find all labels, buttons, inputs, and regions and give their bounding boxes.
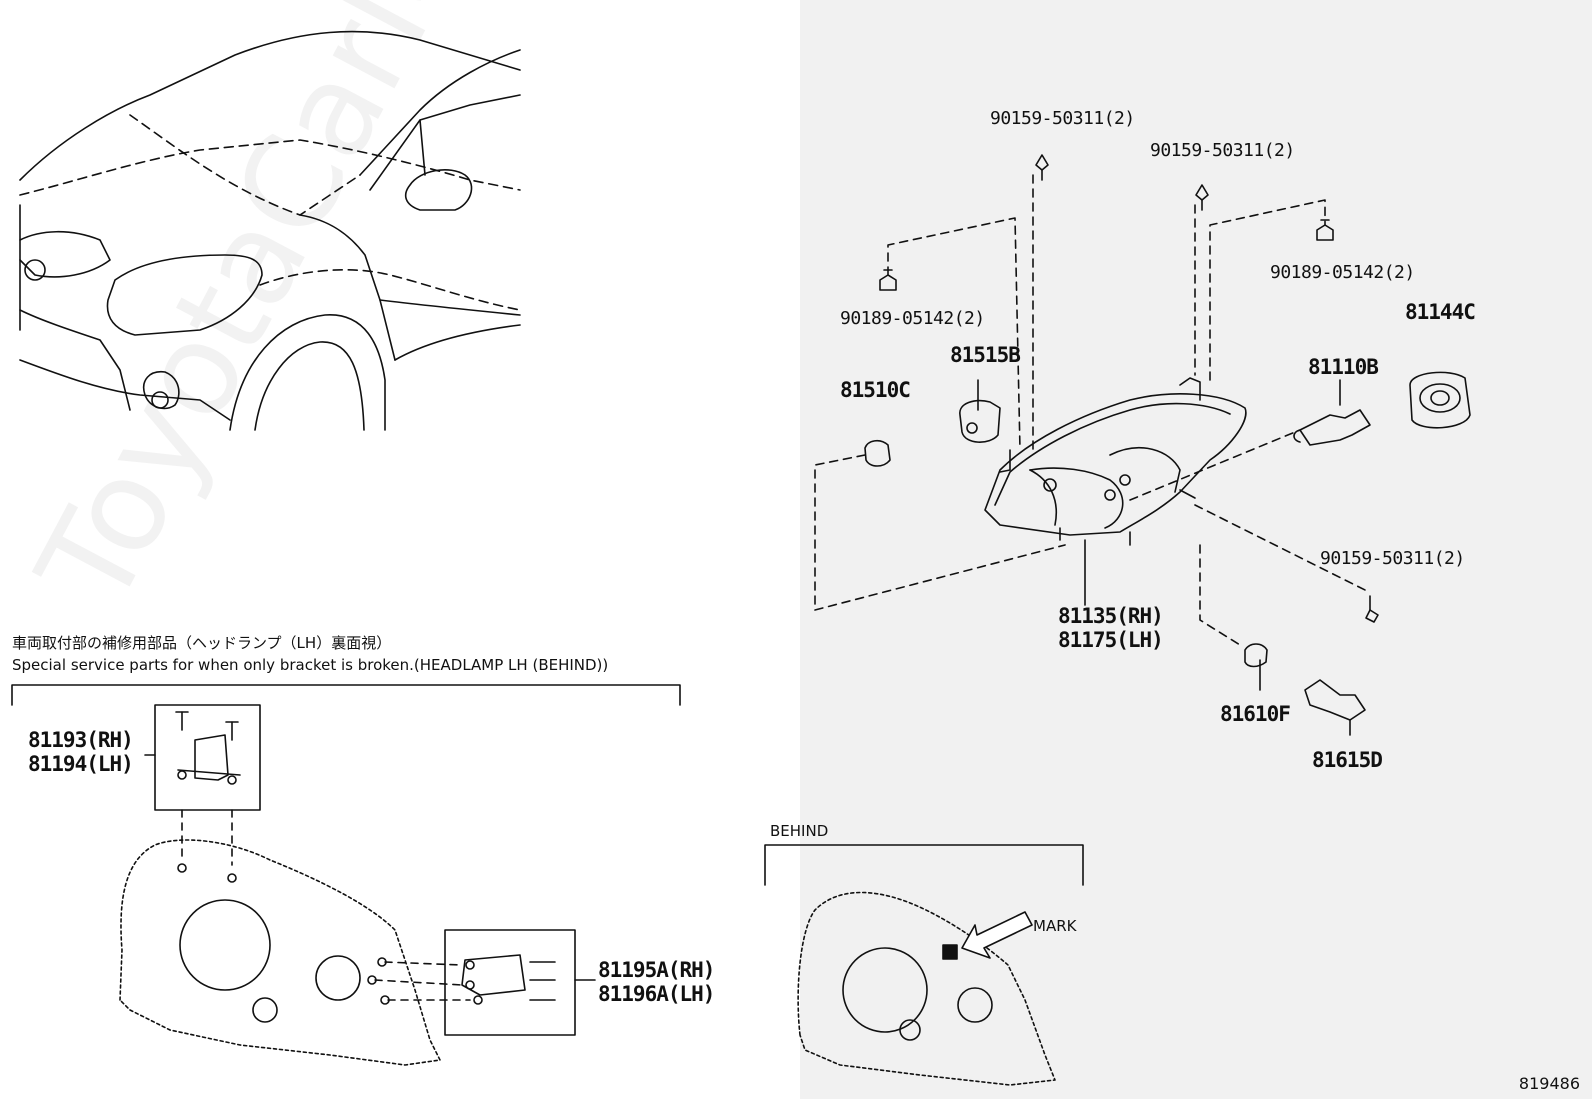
label-90159-50311-a: 90159-50311(2): [990, 108, 1135, 129]
leader-lines-solid: [977, 379, 1351, 736]
label-90189-05142-a: 90189-05142(2): [840, 308, 985, 329]
label-81510c: 81510C: [840, 378, 911, 402]
label-81515b: 81515B: [950, 343, 1021, 367]
right-panel-background: [800, 0, 1592, 1099]
label-81615d: 81615D: [1312, 748, 1383, 772]
bulb-81110b: [1293, 409, 1371, 446]
bolt-90159-c: [1365, 595, 1379, 623]
headlamp-back-outline-lh: [119, 839, 441, 1066]
bolt-90159-b: [1195, 184, 1209, 211]
bulb-81510c: [864, 439, 891, 467]
label-90159-50311-b: 90159-50311(2): [1150, 140, 1295, 161]
label-90159-50311-c: 90159-50311(2): [1320, 548, 1465, 569]
socket-81615d: [1304, 679, 1366, 721]
bracket-box-81195a: [444, 929, 576, 1036]
clip-90189-a: [879, 269, 897, 291]
bracket-part-81195a: [461, 954, 556, 1005]
label-81144c: 81144C: [1405, 300, 1476, 324]
mark-label: MARK: [1033, 917, 1077, 935]
headlamp-back-outline-behind: [797, 891, 1056, 1086]
figure-id: 819486: [1518, 1074, 1580, 1093]
label-81610f: 81610F: [1220, 702, 1291, 726]
special-service-title-en: Special service parts for when only brac…: [12, 656, 609, 674]
headlamp-assembly-illustration: [984, 377, 1247, 546]
special-service-bracket: [11, 684, 681, 706]
car-front-illustration: [19, 30, 521, 431]
socket-81515b: [959, 399, 1001, 443]
socket-81144c: [1409, 371, 1471, 429]
bulb-81610f: [1244, 643, 1268, 668]
label-81196a-lh: 81196A(LH): [598, 982, 715, 1006]
mark-square: [942, 944, 958, 960]
bolt-90159-a: [1035, 154, 1049, 181]
behind-bracket: [764, 844, 1084, 886]
special-service-title-jp: 車両取付部の補修用部品（ヘッドランプ（LH）裏面視）: [12, 634, 392, 652]
label-81135-rh: 81135(RH): [1058, 604, 1164, 628]
clip-90189-b: [1316, 219, 1334, 241]
mark-arrow: [961, 911, 1033, 959]
bracket-box-81193: [154, 704, 261, 811]
label-81194-lh: 81194(LH): [28, 752, 134, 776]
label-81110b: 81110B: [1308, 355, 1379, 379]
behind-label: BEHIND: [770, 822, 829, 840]
bracket-part-81193: [175, 711, 241, 785]
label-81175-lh: 81175(LH): [1058, 628, 1164, 652]
leader-lines-main: [814, 174, 1366, 646]
label-81193-rh: 81193(RH): [28, 728, 134, 752]
label-81195a-rh: 81195A(RH): [598, 958, 715, 982]
label-90189-05142-b: 90189-05142(2): [1270, 262, 1415, 283]
